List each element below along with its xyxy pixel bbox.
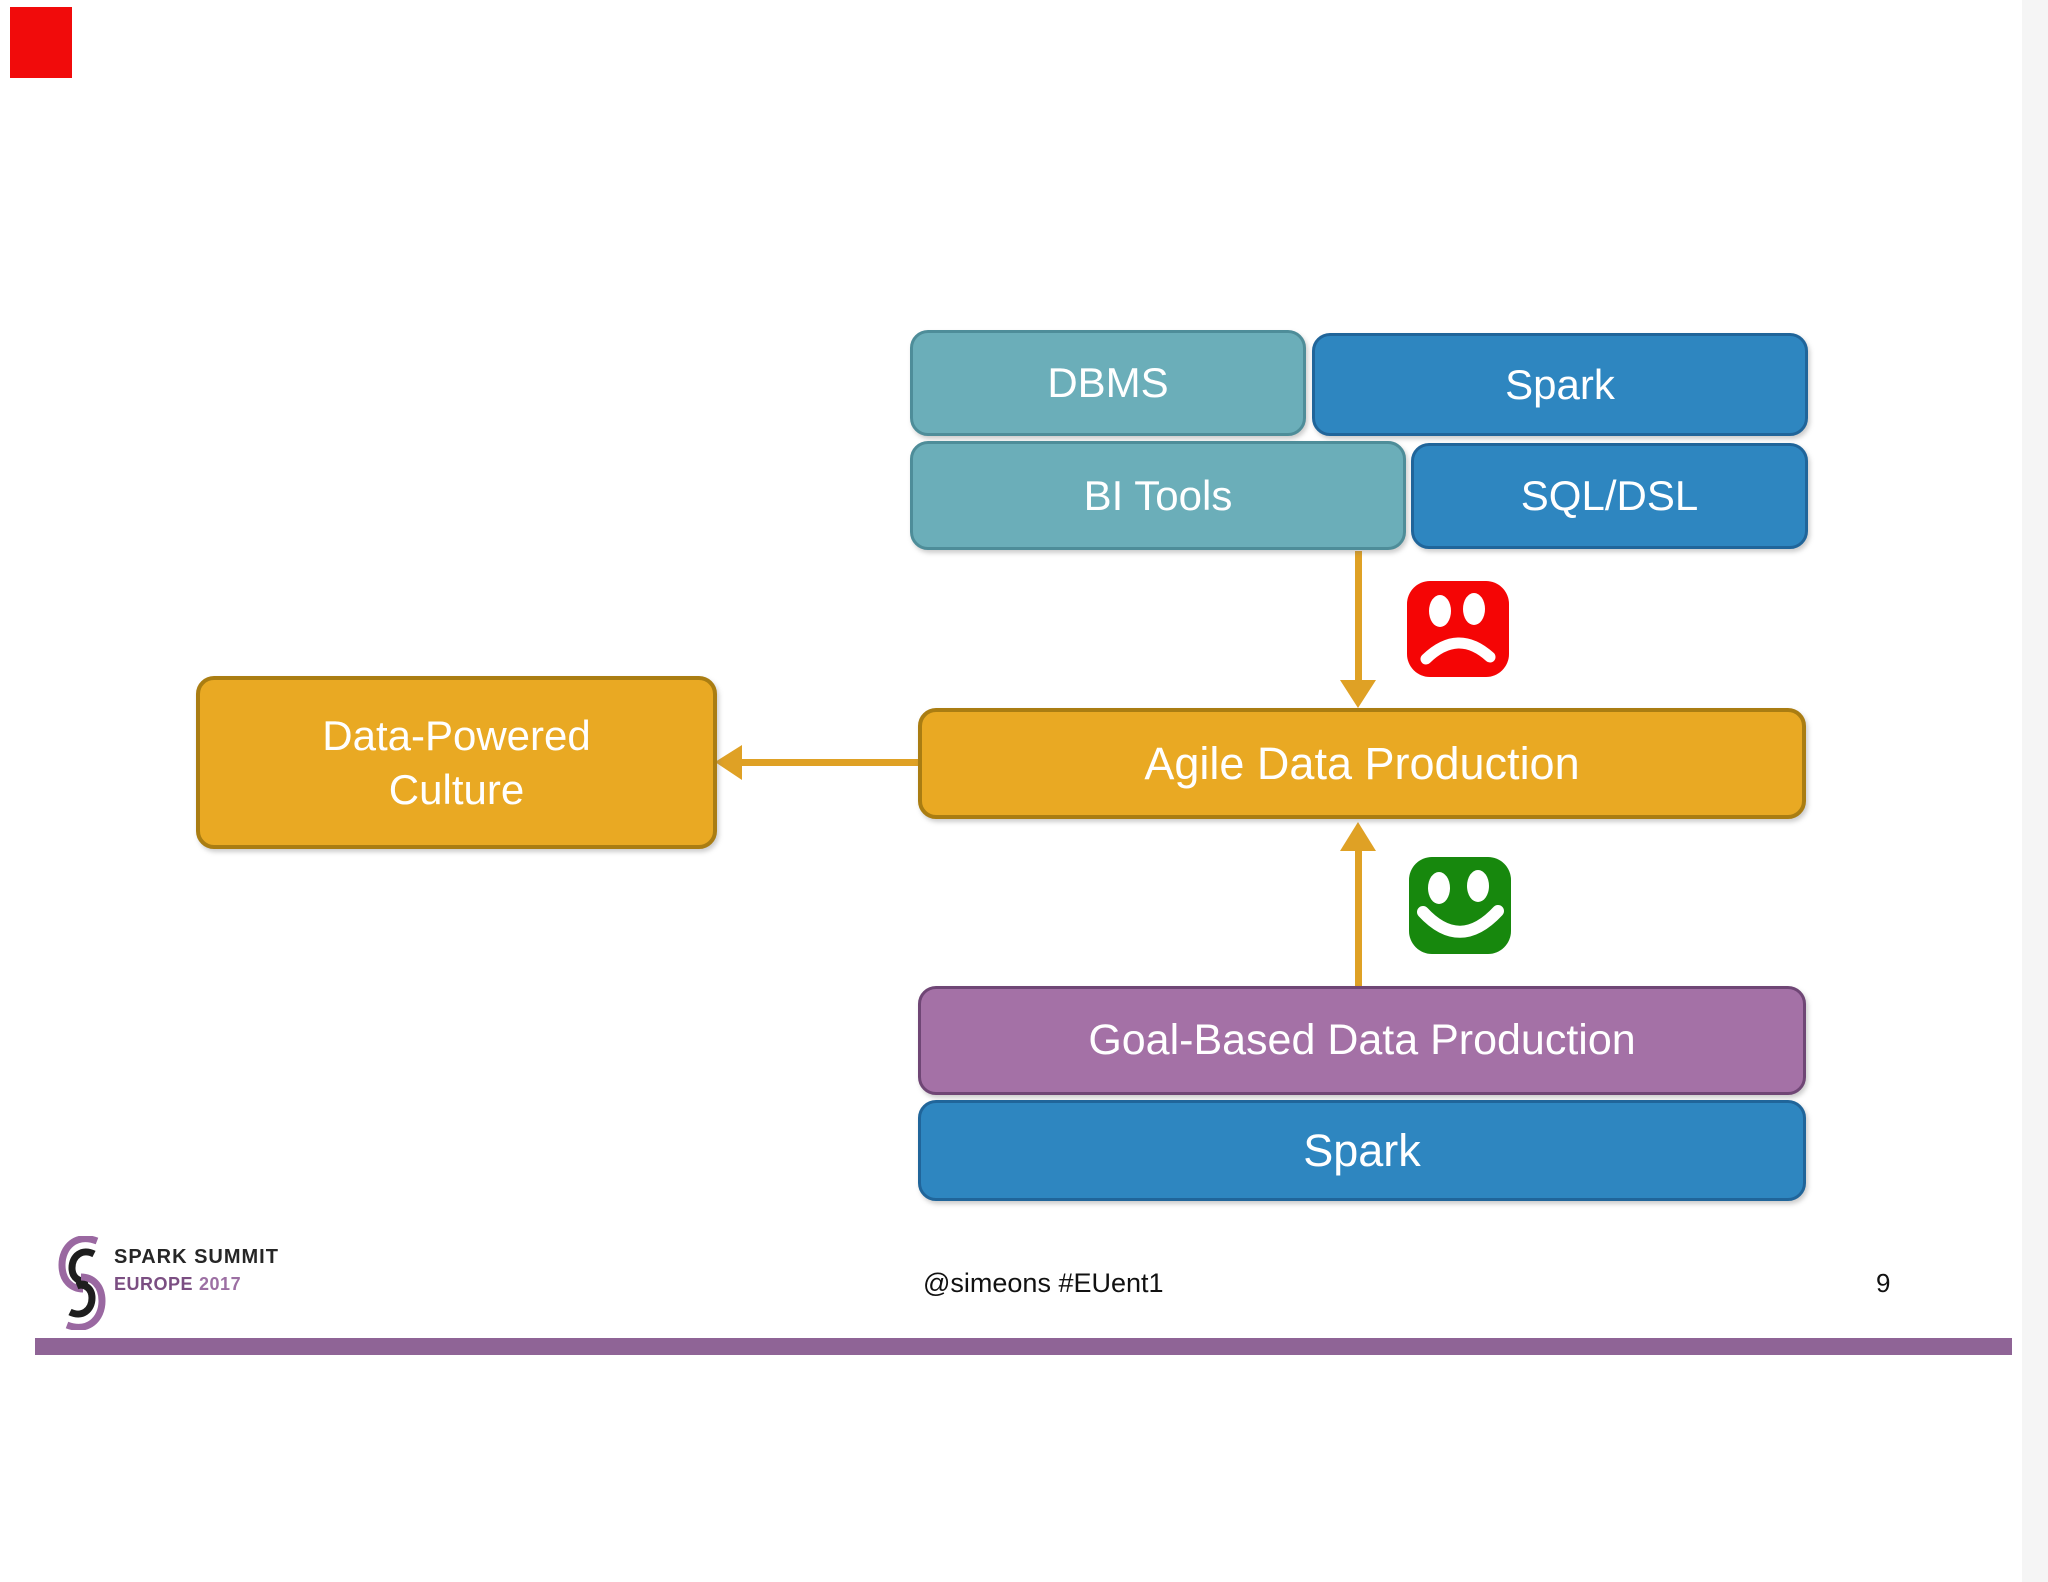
box-goal-label: Goal-Based Data Production (1088, 1016, 1636, 1064)
box-dbms: DBMS (910, 330, 1306, 436)
box-dbms-label: DBMS (1047, 359, 1169, 406)
happy-face-icon (1409, 857, 1511, 954)
box-spark-bottom-label: Spark (1303, 1124, 1421, 1176)
box-bi-tools-label: BI Tools (1083, 471, 1233, 519)
sad-face-icon (1407, 581, 1509, 677)
page-number: 9 (1876, 1268, 1891, 1298)
box-culture-label: Data-Powered Culture (322, 711, 591, 813)
arrow-left-icon (715, 745, 918, 780)
box-spark-top: Spark (1312, 333, 1808, 436)
box-agile-data-production: Agile Data Production (918, 708, 1806, 819)
box-data-powered-culture: Data-Powered Culture (196, 676, 717, 849)
right-margin-strip (2022, 0, 2048, 1582)
box-spark-top-label: Spark (1505, 360, 1615, 408)
spark-summit-logo-icon (58, 1236, 106, 1330)
box-goal-based-data-production: Goal-Based Data Production (918, 986, 1806, 1095)
box-bi-tools: BI Tools (910, 441, 1406, 550)
logo-region: EUROPE (114, 1274, 194, 1294)
recording-indicator-badge (10, 7, 72, 78)
box-spark-bottom: Spark (918, 1100, 1806, 1201)
box-agile-label: Agile Data Production (1144, 737, 1580, 789)
box-sql-dsl-label: SQL/DSL (1520, 472, 1699, 519)
arrow-down-icon (1340, 551, 1376, 708)
footer-handle-text: @simeons #EUent1 (923, 1268, 1164, 1298)
logo-title: SPARK SUMMIT (114, 1246, 279, 1268)
box-sql-dsl: SQL/DSL (1411, 443, 1808, 549)
bottom-accent-bar (35, 1338, 2012, 1355)
arrow-up-icon (1340, 822, 1376, 988)
logo-year: 2017 (199, 1274, 242, 1294)
